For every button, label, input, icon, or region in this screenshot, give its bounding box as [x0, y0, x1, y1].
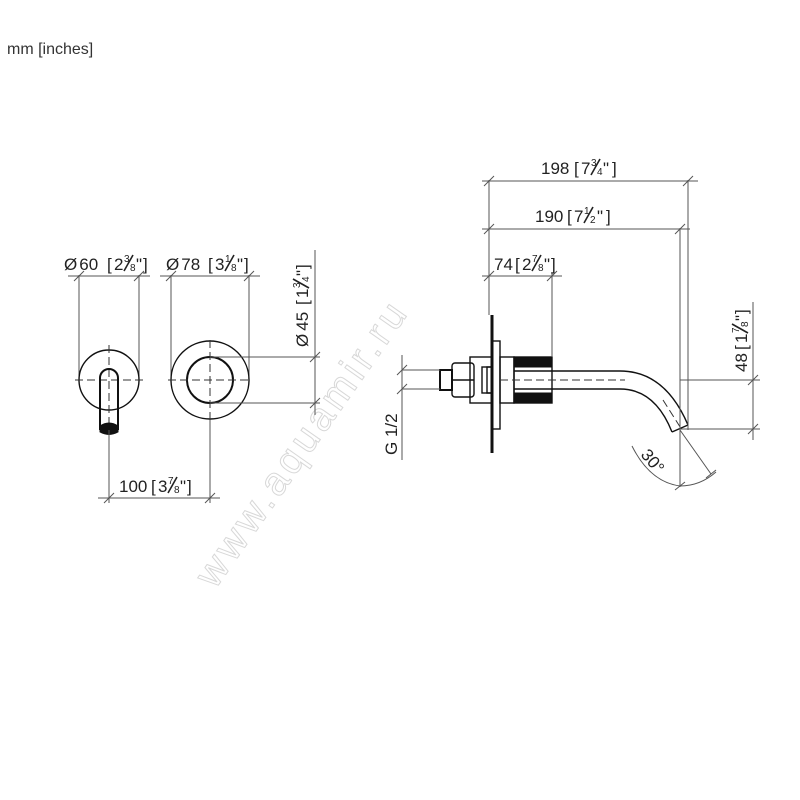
- svg-text:7: 7: [574, 207, 583, 226]
- svg-text:": ": [237, 255, 243, 274]
- svg-text:7: 7: [168, 476, 174, 487]
- dim-label-angle: 30°: [637, 445, 668, 477]
- svg-text:": ": [597, 207, 603, 226]
- svg-text:1: 1: [225, 254, 231, 265]
- svg-text:8: 8: [130, 263, 136, 274]
- svg-text:]: ]: [143, 255, 148, 274]
- side-view: [396, 315, 689, 460]
- svg-text:[: [: [515, 255, 520, 274]
- svg-text:198: 198: [541, 159, 569, 178]
- svg-text:7: 7: [532, 254, 538, 265]
- svg-text:[: [: [293, 300, 312, 305]
- svg-text:]: ]: [293, 264, 312, 269]
- svg-text:4: 4: [597, 167, 603, 178]
- svg-text:8: 8: [538, 263, 544, 274]
- svg-text:8: 8: [174, 485, 180, 496]
- svg-text:3: 3: [292, 282, 303, 288]
- svg-text:": ": [732, 315, 751, 321]
- svg-text:Ø78: Ø78: [166, 255, 200, 274]
- dim-label-inner-diameter: Ø45 [ 1 3 4 " ]: [292, 264, 312, 347]
- svg-text:": ": [136, 255, 142, 274]
- svg-text:[: [: [107, 255, 112, 274]
- svg-text:[: [: [208, 255, 213, 274]
- front-view-small-escutcheon: [68, 270, 150, 503]
- svg-text:": ": [603, 159, 609, 178]
- dim-overall-length: 198 [ 7 3 4 " ]: [482, 158, 698, 430]
- svg-text:[: [: [151, 477, 156, 496]
- front-view-large-escutcheon: [160, 250, 321, 503]
- svg-text:]: ]: [244, 255, 249, 274]
- svg-text:[: [: [574, 159, 579, 178]
- svg-text:[: [: [567, 207, 572, 226]
- svg-text:8: 8: [740, 321, 751, 327]
- svg-text:1: 1: [732, 334, 751, 343]
- svg-text:100: 100: [119, 477, 147, 496]
- svg-text:": ": [293, 270, 312, 276]
- dim-center-distance: 100 [ 3 7 8 " ]: [98, 476, 220, 504]
- svg-text:": ": [180, 477, 186, 496]
- units-label: mm [inches]: [7, 41, 94, 58]
- svg-text:Ø45: Ø45: [293, 312, 312, 347]
- svg-text:1: 1: [584, 206, 590, 217]
- dim-label-drop-height: 48 [ 1 7 8 " ]: [731, 309, 751, 372]
- svg-text:]: ]: [187, 477, 192, 496]
- svg-text:1: 1: [293, 289, 312, 298]
- svg-text:[: [: [732, 345, 751, 350]
- svg-text:]: ]: [606, 207, 611, 226]
- svg-text:8: 8: [231, 263, 237, 274]
- svg-text:190: 190: [535, 207, 563, 226]
- svg-text:]: ]: [612, 159, 617, 178]
- svg-text:7: 7: [581, 159, 590, 178]
- svg-text:Ø60: Ø60: [64, 255, 98, 274]
- svg-text:2: 2: [590, 215, 596, 226]
- svg-text:]: ]: [732, 309, 751, 314]
- dim-drop-height: [680, 302, 760, 440]
- svg-text:7: 7: [731, 327, 742, 333]
- svg-text:74: 74: [494, 255, 513, 274]
- dim-body-depth: 74 [ 2 7 8 " ]: [482, 254, 562, 357]
- svg-text:": ": [544, 255, 550, 274]
- dim-angle: [631, 429, 717, 491]
- dim-label-thread: G 1/2: [382, 413, 401, 455]
- dim-projection: 190 [ 7 1 2 " ]: [482, 206, 690, 487]
- svg-text:4: 4: [301, 276, 312, 282]
- svg-text:3: 3: [215, 255, 224, 274]
- svg-text:3: 3: [158, 477, 167, 496]
- svg-text:]: ]: [551, 255, 556, 274]
- svg-text:3: 3: [124, 254, 130, 265]
- svg-text:3: 3: [591, 158, 597, 169]
- svg-text:2: 2: [522, 255, 531, 274]
- svg-text:48: 48: [732, 353, 751, 372]
- svg-text:2: 2: [114, 255, 123, 274]
